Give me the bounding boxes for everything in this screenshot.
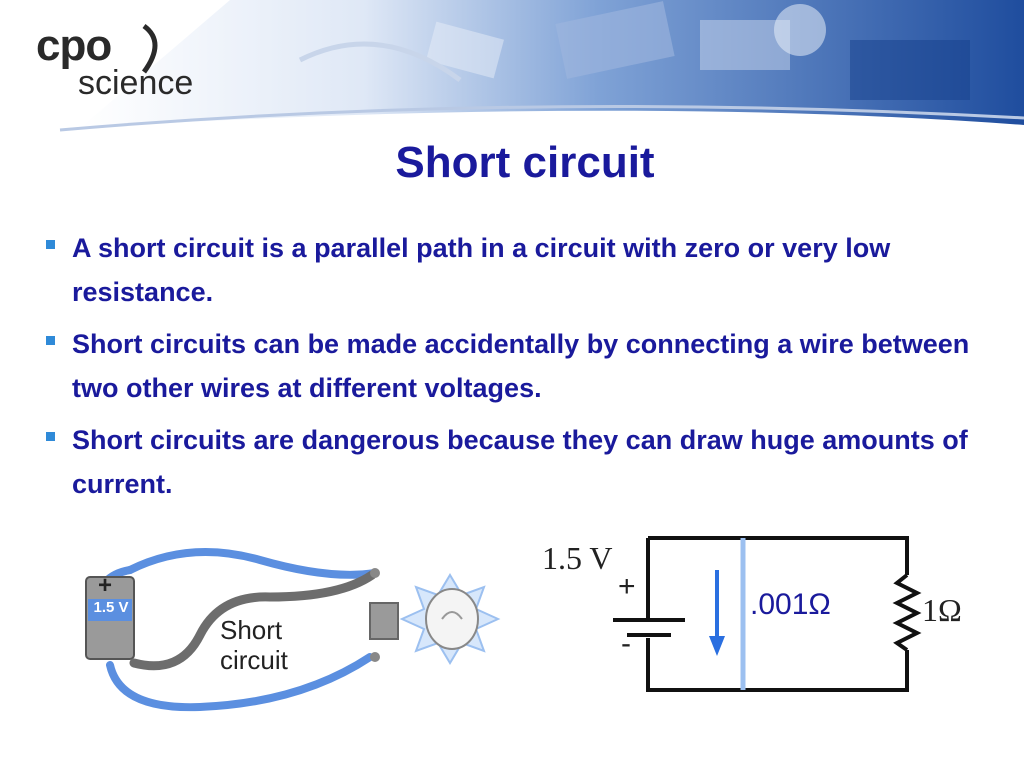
bullet-item: Short circuits can be made accidentally … [46,322,976,410]
square-bullet-icon [46,432,55,441]
header-banner [59,0,1024,132]
short-circuit-label: Short circuit [220,615,288,675]
resistor-icon [892,573,922,652]
logo-cpo-text: cpo [36,21,112,70]
bottom-wire [106,653,374,712]
slide-header: cpo science [0,0,1024,135]
short-resistance-label: .001Ω [750,588,831,621]
resistor-value-label: 1Ω [922,592,962,628]
square-bullet-icon [46,240,55,249]
short-circuit-illustration [85,548,501,712]
circuit-schematic [613,536,922,692]
short-wire [129,570,377,671]
slide-title: Short circuit [395,138,655,187]
cpo-science-logo: cpo science [36,21,194,102]
bullet-text: Short circuits can be made accidentally … [72,329,970,403]
short-label-line2: circuit [220,645,288,675]
negative-terminal-label: - [621,627,631,660]
light-bulb-icon [425,588,479,650]
bullet-item: Short circuits are dangerous because the… [46,418,976,506]
short-label-line1: Short [220,615,283,645]
battery-plus-label: + [98,572,113,599]
bullet-text: A short circuit is a parallel path in a … [72,233,891,307]
source-voltage-label: 1.5 V [542,540,613,576]
positive-terminal-label: + [618,570,636,603]
bullet-item: A short circuit is a parallel path in a … [46,226,976,314]
bullet-list: A short circuit is a parallel path in a … [46,226,976,514]
top-wire [126,548,379,579]
logo-arc-icon [141,23,158,74]
logo-science-text: science [78,64,194,102]
bullet-text: Short circuits are dangerous because the… [72,425,968,499]
battery-voltage-label: 1.5 V [93,599,129,616]
square-bullet-icon [46,336,55,345]
